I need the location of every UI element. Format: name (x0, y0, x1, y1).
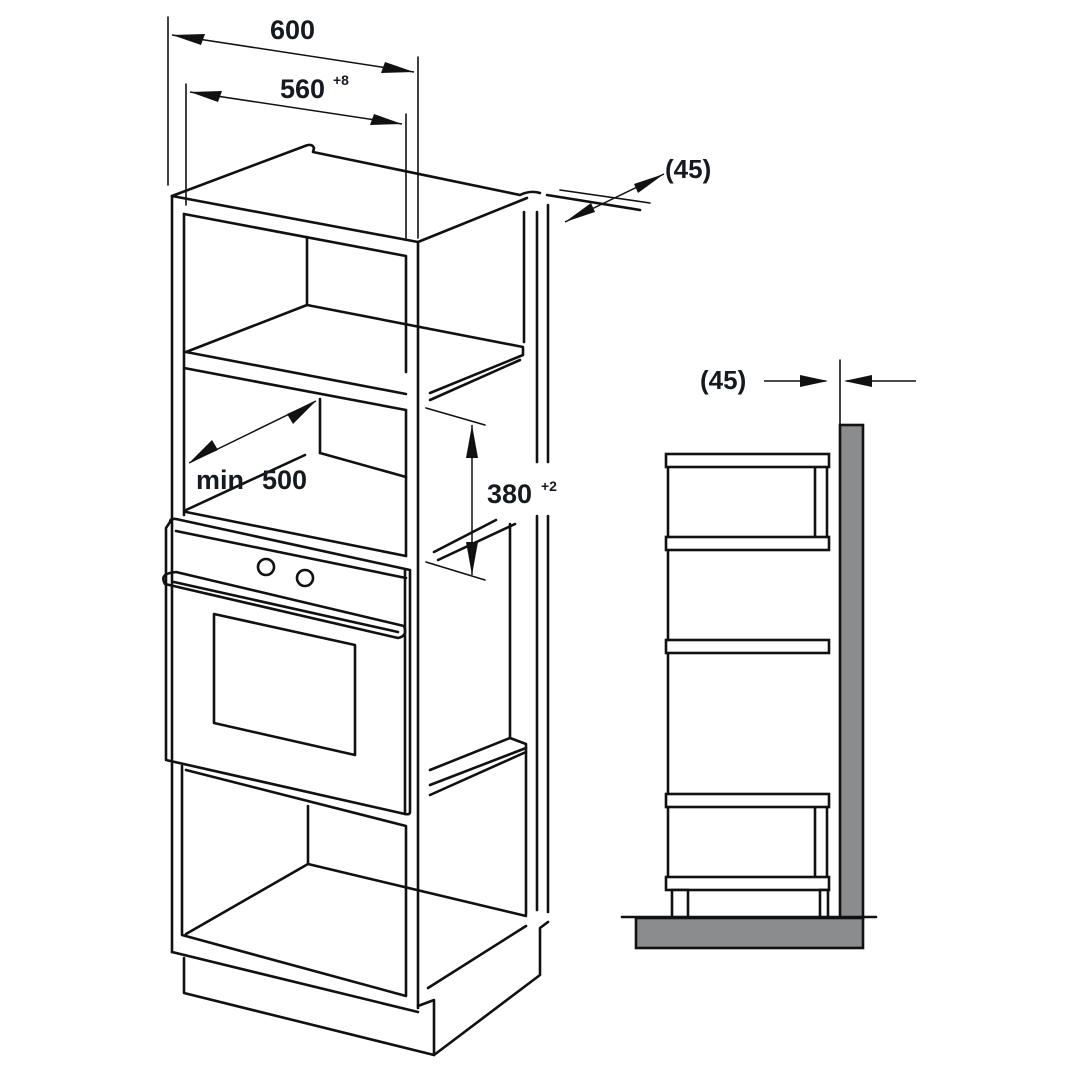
arrow-left-icon (190, 91, 222, 102)
cabinet-side-profile (664, 452, 831, 919)
cabinet-foot (670, 888, 690, 919)
cabinet-foot (818, 888, 830, 919)
upper-niche-frame (182, 212, 525, 558)
arrow-left-icon (172, 34, 205, 45)
arrow-up-icon (466, 425, 478, 458)
oven-control-knob-icon (256, 557, 276, 577)
arrow-right-icon (800, 375, 828, 387)
arrow-down-icon (466, 542, 478, 575)
side-shelf-bottom (664, 875, 831, 892)
dimension-560: 560 +8 (189, 72, 403, 125)
side-shelf (664, 638, 831, 655)
dimension-label-niche-height: 380 (487, 479, 532, 509)
dimension-380: 380 +2 (425, 407, 557, 581)
oven-window (212, 612, 357, 757)
dimension-label-outer-width: 600 (270, 15, 315, 45)
side-section-view: (45) (620, 359, 916, 950)
floor (634, 916, 865, 950)
oven-handle (162, 570, 407, 640)
lower-compartment (170, 764, 528, 1014)
arrow-down-left-icon (189, 440, 218, 463)
arrow-right-icon (370, 114, 402, 125)
dimension-600: 600 (171, 15, 415, 73)
cabinet-left-panel (170, 194, 186, 954)
dimension-wall-gap: (45) (700, 359, 916, 425)
perspective-cabinet-view: 600 560 +8 (162, 15, 711, 1057)
arrow-right-icon (381, 62, 414, 73)
width-extension-lines (167, 16, 419, 239)
dimension-back-gap: (45) (559, 154, 711, 223)
arrow-left-icon (844, 375, 872, 387)
side-shelf-top (664, 452, 831, 469)
dimension-tolerance-inner-width: +8 (333, 72, 349, 88)
cabinet-right-side (416, 203, 550, 1010)
dimension-label-wall-gap: (45) (700, 365, 746, 395)
oven (162, 517, 412, 816)
dimension-tolerance-niche-height: +2 (541, 478, 557, 494)
dimension-label-inner-width: 560 (280, 74, 325, 104)
dimension-label-min-depth: 500 (262, 465, 307, 495)
plinth (182, 920, 550, 1057)
wall (838, 423, 865, 921)
side-shelf (664, 792, 831, 809)
arrow-up-right-icon (634, 174, 664, 193)
oven-control-knob-icon (295, 568, 315, 588)
dimension-label-min-depth-prefix: min (196, 465, 244, 495)
arrow-up-right-icon (287, 401, 316, 424)
arrow-down-left-icon (565, 203, 595, 222)
dimension-label-back-gap: (45) (665, 154, 711, 184)
side-shelf (664, 535, 831, 552)
appliance-niche: min 500 (184, 397, 408, 558)
